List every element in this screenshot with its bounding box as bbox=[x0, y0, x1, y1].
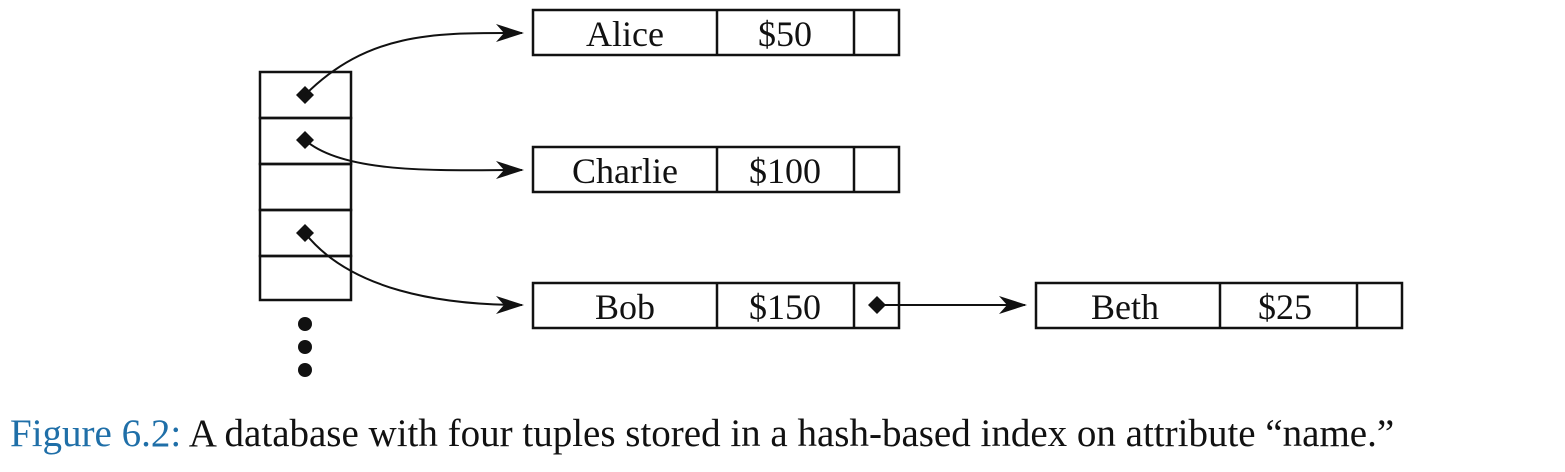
record-alice: Alice $50 bbox=[531, 8, 901, 57]
arrow-to-alice bbox=[304, 23, 524, 96]
more-buckets-ellipsis bbox=[298, 317, 312, 377]
arrow-to-bob bbox=[304, 232, 524, 314]
bucket-4 bbox=[258, 254, 353, 302]
bucket-2 bbox=[258, 162, 353, 212]
record-name: Charlie bbox=[572, 151, 678, 191]
record-name: Beth bbox=[1091, 287, 1159, 327]
caption-text: A database with four tuples stored in a … bbox=[188, 412, 1395, 455]
record-bob: Bob $150 bbox=[531, 281, 901, 330]
record-name: Bob bbox=[595, 287, 655, 327]
bucket-arrows bbox=[304, 23, 524, 314]
record-value: $150 bbox=[749, 287, 821, 327]
figure-label: Figure 6.2: bbox=[10, 412, 182, 455]
hash-table bbox=[258, 70, 353, 302]
record-charlie: Charlie $100 bbox=[531, 145, 901, 194]
record-value: $100 bbox=[749, 151, 821, 191]
hash-index-diagram: Alice $50 Charlie $100 Bob $150 Beth bbox=[258, 8, 1404, 377]
figure-caption: Figure 6.2: A database with four tuples … bbox=[10, 408, 1394, 460]
record-name: Alice bbox=[586, 14, 664, 54]
record-value: $50 bbox=[758, 14, 812, 54]
record-value: $25 bbox=[1258, 287, 1312, 327]
arrow-to-charlie bbox=[304, 139, 524, 180]
record-beth: Beth $25 bbox=[1034, 281, 1404, 330]
